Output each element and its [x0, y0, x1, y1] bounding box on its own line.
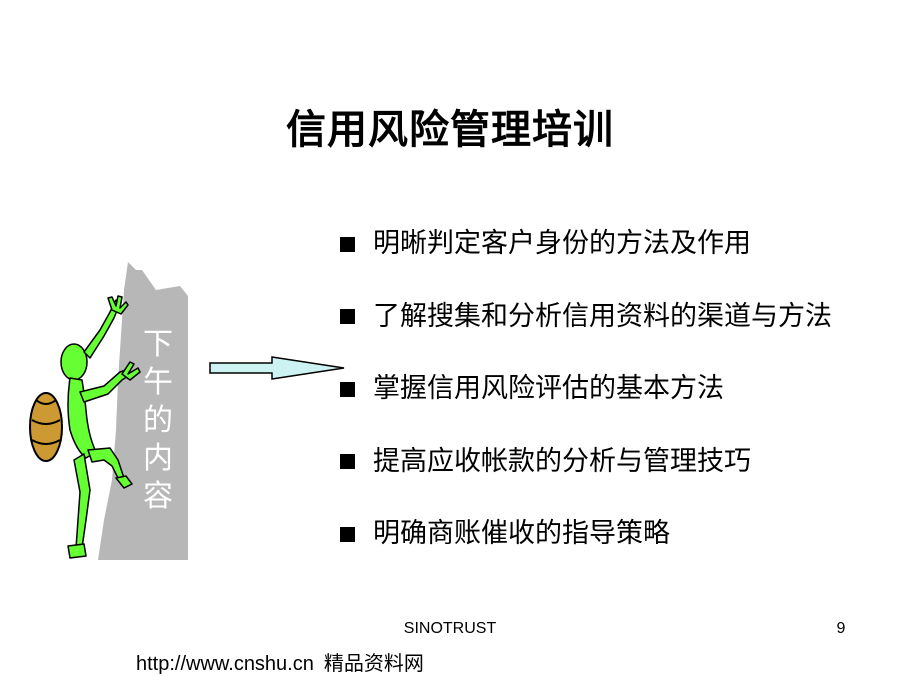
- footer-brand: SINOTRUST: [403, 620, 497, 637]
- square-bullet-icon: [340, 526, 355, 542]
- side-label: 下 午 的 内 容: [138, 326, 178, 516]
- square-bullet-icon: [340, 236, 355, 252]
- rock-wall: [98, 262, 188, 560]
- bullet-list: 明晰判定客户身份的方法及作用 了解搜集和分析信用资料的渠道与方法 掌握信用风险评…: [340, 208, 895, 571]
- bullet-item: 提高应收帐款的分析与管理技巧: [340, 426, 895, 499]
- bullet-text: 提高应收帐款的分析与管理技巧: [373, 445, 751, 477]
- backpack-icon: [29, 392, 63, 462]
- side-label-char: 下: [143, 327, 173, 362]
- bullet-item: 了解搜集和分析信用资料的渠道与方法: [340, 281, 895, 354]
- page-number: 9: [836, 620, 846, 637]
- watermark: http://www.cnshu.cn 精品资料网: [136, 647, 424, 676]
- bullet-item: 明确商账催收的指导策略: [340, 498, 895, 571]
- bullet-item: 明晰判定客户身份的方法及作用: [340, 208, 895, 281]
- bullet-text: 了解搜集和分析信用资料的渠道与方法: [373, 300, 832, 332]
- watermark-text: 精品资料网: [323, 651, 424, 675]
- square-bullet-icon: [340, 309, 355, 325]
- bullet-text: 明确商账催收的指导策略: [373, 518, 670, 550]
- square-bullet-icon: [340, 454, 355, 470]
- side-label-char: 内: [143, 441, 173, 476]
- square-bullet-icon: [340, 381, 355, 397]
- side-label-char: 容: [143, 479, 173, 514]
- climber-on-rock-icon: [0, 255, 200, 565]
- bullet-text: 掌握信用风险评估的基本方法: [373, 373, 724, 405]
- side-label-char: 午: [143, 365, 173, 400]
- right-arrow-icon: [209, 356, 345, 380]
- slide-title: 信用风险管理培训: [286, 107, 614, 153]
- bullet-text: 明晰判定客户身份的方法及作用: [373, 228, 751, 260]
- bullet-item: 掌握信用风险评估的基本方法: [340, 353, 895, 426]
- side-label-char: 的: [143, 403, 173, 438]
- climber-figure: [60, 295, 141, 559]
- watermark-url[interactable]: http://www.cnshu.cn: [136, 653, 314, 675]
